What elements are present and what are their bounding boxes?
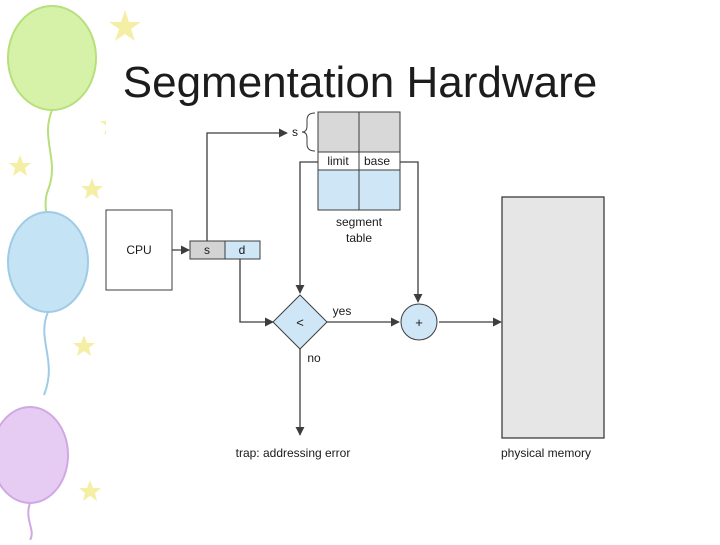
memory-label: physical memory [501, 446, 591, 460]
purple-balloon [0, 406, 69, 504]
connectors [172, 128, 502, 436]
star-shape [73, 335, 95, 356]
cpu-box: CPU [105, 209, 173, 291]
physical-memory: physical memory [501, 196, 605, 460]
offset-box [224, 240, 261, 260]
star-shape [79, 480, 101, 501]
segment-table-caption: table [346, 231, 372, 245]
blue-balloon [7, 211, 89, 313]
base-header: base [364, 154, 390, 168]
no-label: no [307, 351, 321, 365]
offset-label: d [239, 243, 246, 257]
segment-index-brace [301, 112, 316, 152]
star-shape [81, 178, 103, 199]
trap-label: trap: addressing error [236, 446, 351, 460]
segment-index-label: s [292, 125, 298, 139]
compare-node: < yes no [272, 294, 352, 365]
limit-header: limit [327, 154, 349, 168]
star-shape [109, 10, 141, 41]
offset-to-compare-arrow [239, 259, 274, 327]
logical-address: s d [189, 240, 261, 260]
compare-symbol: < [296, 315, 304, 330]
yes-label: yes [333, 304, 352, 318]
segment-table-caption: segment [336, 215, 383, 229]
segment-number-label: s [204, 243, 210, 257]
adder-symbol: + [415, 315, 423, 330]
slide-title: Segmentation Hardware [122, 58, 598, 107]
segment-to-table-arrow [206, 128, 288, 241]
segment-table: limit base segment table s [292, 111, 401, 245]
base-to-adder-arrow [400, 161, 423, 303]
cpu-label: CPU [126, 243, 151, 257]
limit-to-compare-arrow [295, 161, 318, 294]
adder-node: + [400, 303, 438, 341]
star-shape [9, 155, 31, 176]
